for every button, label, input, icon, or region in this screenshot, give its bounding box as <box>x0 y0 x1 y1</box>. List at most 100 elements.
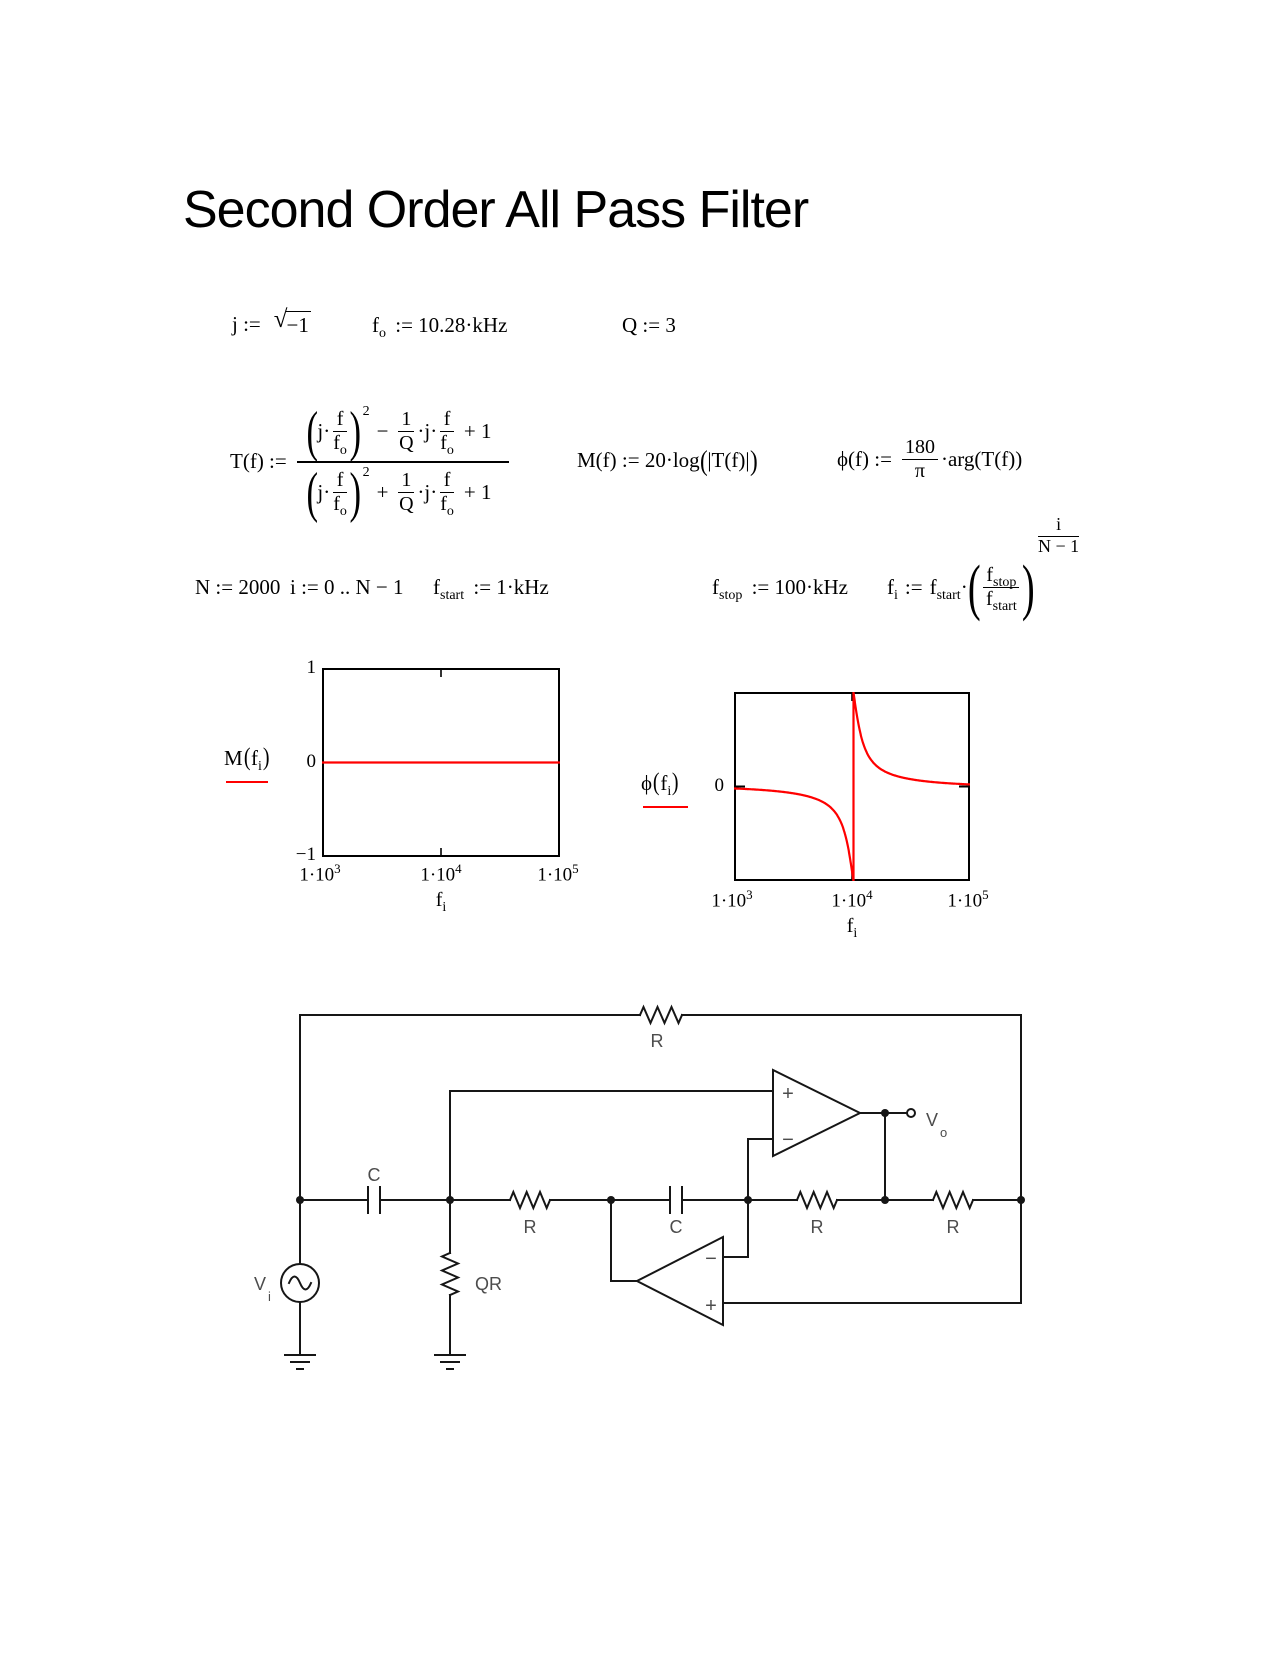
fstop-subscript: stop <box>719 588 743 603</box>
fi-base: f <box>887 574 894 599</box>
minus-op: − <box>376 418 389 443</box>
opamp2-plus-sign: + <box>705 1295 717 1317</box>
phase-plot-curve <box>734 692 970 881</box>
series-resistor-3-label: R <box>947 1217 960 1237</box>
phase-trace-legend-line <box>643 806 688 809</box>
eq-fstart-definition: fstart := 1·kHz <box>433 575 549 603</box>
plus-one: + 1 <box>463 418 492 443</box>
qr-resistor <box>439 1251 461 1297</box>
vo-label: V <box>926 1110 938 1130</box>
series-resistor-3 <box>931 1189 975 1211</box>
magnitude-ytick-neg1: −1 <box>295 844 316 865</box>
eq-j-definition: j := √−1 <box>232 306 311 338</box>
node-dot <box>607 1196 615 1204</box>
j-mid: ·j· <box>417 418 438 443</box>
magnitude-xlabel: fi <box>435 889 447 915</box>
phi-lhs: ϕ(f) := <box>837 446 892 471</box>
ground-icon <box>284 1354 316 1370</box>
plot-frame <box>734 692 970 881</box>
magnitude-xtick-1e3: 1·103 <box>299 861 341 886</box>
input-capacitor <box>367 1186 381 1214</box>
j-times: j· <box>317 479 331 504</box>
mid-capacitor <box>669 1186 683 1214</box>
circuit-diagram: R C R C R R QR V i V o + − − + <box>254 1004 1025 1370</box>
opamp2-triangle <box>634 1235 724 1327</box>
feedback-resistor <box>638 1004 684 1026</box>
fstart-base: f <box>433 575 440 599</box>
fo-value: := 10.28·kHz <box>395 313 508 337</box>
dot-op: · <box>960 574 968 599</box>
node-dot <box>1017 1196 1025 1204</box>
magnitude-xtick-1e4: 1·104 <box>420 861 462 886</box>
phase-xlabel: fi <box>846 915 858 941</box>
series-resistor-2-label: R <box>811 1217 824 1237</box>
plus-one: + 1 <box>463 479 492 504</box>
fstop-base: f <box>712 575 719 599</box>
close-paren: ) <box>1022 553 1036 622</box>
fstop-value: := 100·kHz <box>751 575 849 599</box>
node-dot <box>881 1109 889 1117</box>
eq-n-definition: N := 2000 <box>195 575 281 599</box>
magnitude-trace-legend-line <box>226 781 268 784</box>
close-paren: ) <box>349 400 362 463</box>
fo-base: f <box>372 313 379 337</box>
output-terminal <box>906 1108 916 1118</box>
phase-xtick-1e3: 1·103 <box>711 887 753 912</box>
input-capacitor-label: C <box>368 1165 381 1185</box>
qr-resistor-label: QR <box>475 1274 502 1294</box>
opamp2-output-wire <box>610 1199 638 1282</box>
opamp1-minus-sign: − <box>782 1129 794 1151</box>
m-abs-arg: |T(f)| <box>707 448 750 472</box>
magnitude-ytick-0: 0 <box>306 751 317 772</box>
phase-ytick-0: 0 <box>714 775 725 796</box>
series-resistor-1-label: R <box>524 1217 537 1237</box>
phase-xtick-1e5: 1·105 <box>947 887 989 912</box>
open-paren: ( <box>967 553 981 622</box>
sqrt-icon: √ <box>273 306 288 333</box>
vi-subscript: i <box>268 1289 271 1304</box>
vo-subscript: o <box>940 1125 947 1140</box>
fo-subscript: o <box>379 326 386 341</box>
vi-label: V <box>254 1274 266 1294</box>
voltage-source-symbol <box>280 1263 320 1303</box>
phase-xtick-1e4: 1·104 <box>831 887 873 912</box>
fstop-over-fstart: fstop fstart <box>983 565 1020 614</box>
j-mid: ·j· <box>417 479 438 504</box>
mid-capacitor-label: C <box>670 1217 683 1237</box>
tf-lhs: T(f) := <box>230 449 287 474</box>
sqrt-expression: √−1 <box>273 306 311 338</box>
sine-wave-icon <box>287 1275 313 1291</box>
j-times: j· <box>317 418 331 443</box>
fi-subscript: i <box>894 587 898 603</box>
opamp2-minus-sign: − <box>705 1248 717 1270</box>
magnitude-plot-svg <box>322 668 560 857</box>
eq-fstop-definition: fstop := 100·kHz <box>712 575 849 603</box>
node-dot <box>446 1196 454 1204</box>
phi-rhs: ·arg(T(f)) <box>940 446 1023 471</box>
magnitude-xtick-1e5: 1·105 <box>537 861 579 886</box>
feedback-resistor-label: R <box>651 1031 664 1051</box>
phase-plot-svg <box>734 692 970 881</box>
magnitude-ytick-1: 1 <box>306 657 317 678</box>
eq-range-definition: i := 0 .. N − 1 <box>290 575 404 599</box>
node-dot <box>296 1196 304 1204</box>
magnitude-trace-label: M(fi) <box>224 744 270 774</box>
sqrt-radicand: −1 <box>285 311 311 337</box>
ground-icon-2 <box>434 1354 466 1370</box>
open-paren: ( <box>306 461 318 524</box>
open-paren: ( <box>306 400 318 463</box>
opamp1-plus-sign: + <box>782 1083 794 1105</box>
eq-magnitude-def: M(f) := 20·log(|T(f)|) <box>577 444 758 477</box>
phase-trace-label: ϕ(fi) <box>641 769 679 799</box>
series-resistor-2 <box>795 1189 839 1211</box>
